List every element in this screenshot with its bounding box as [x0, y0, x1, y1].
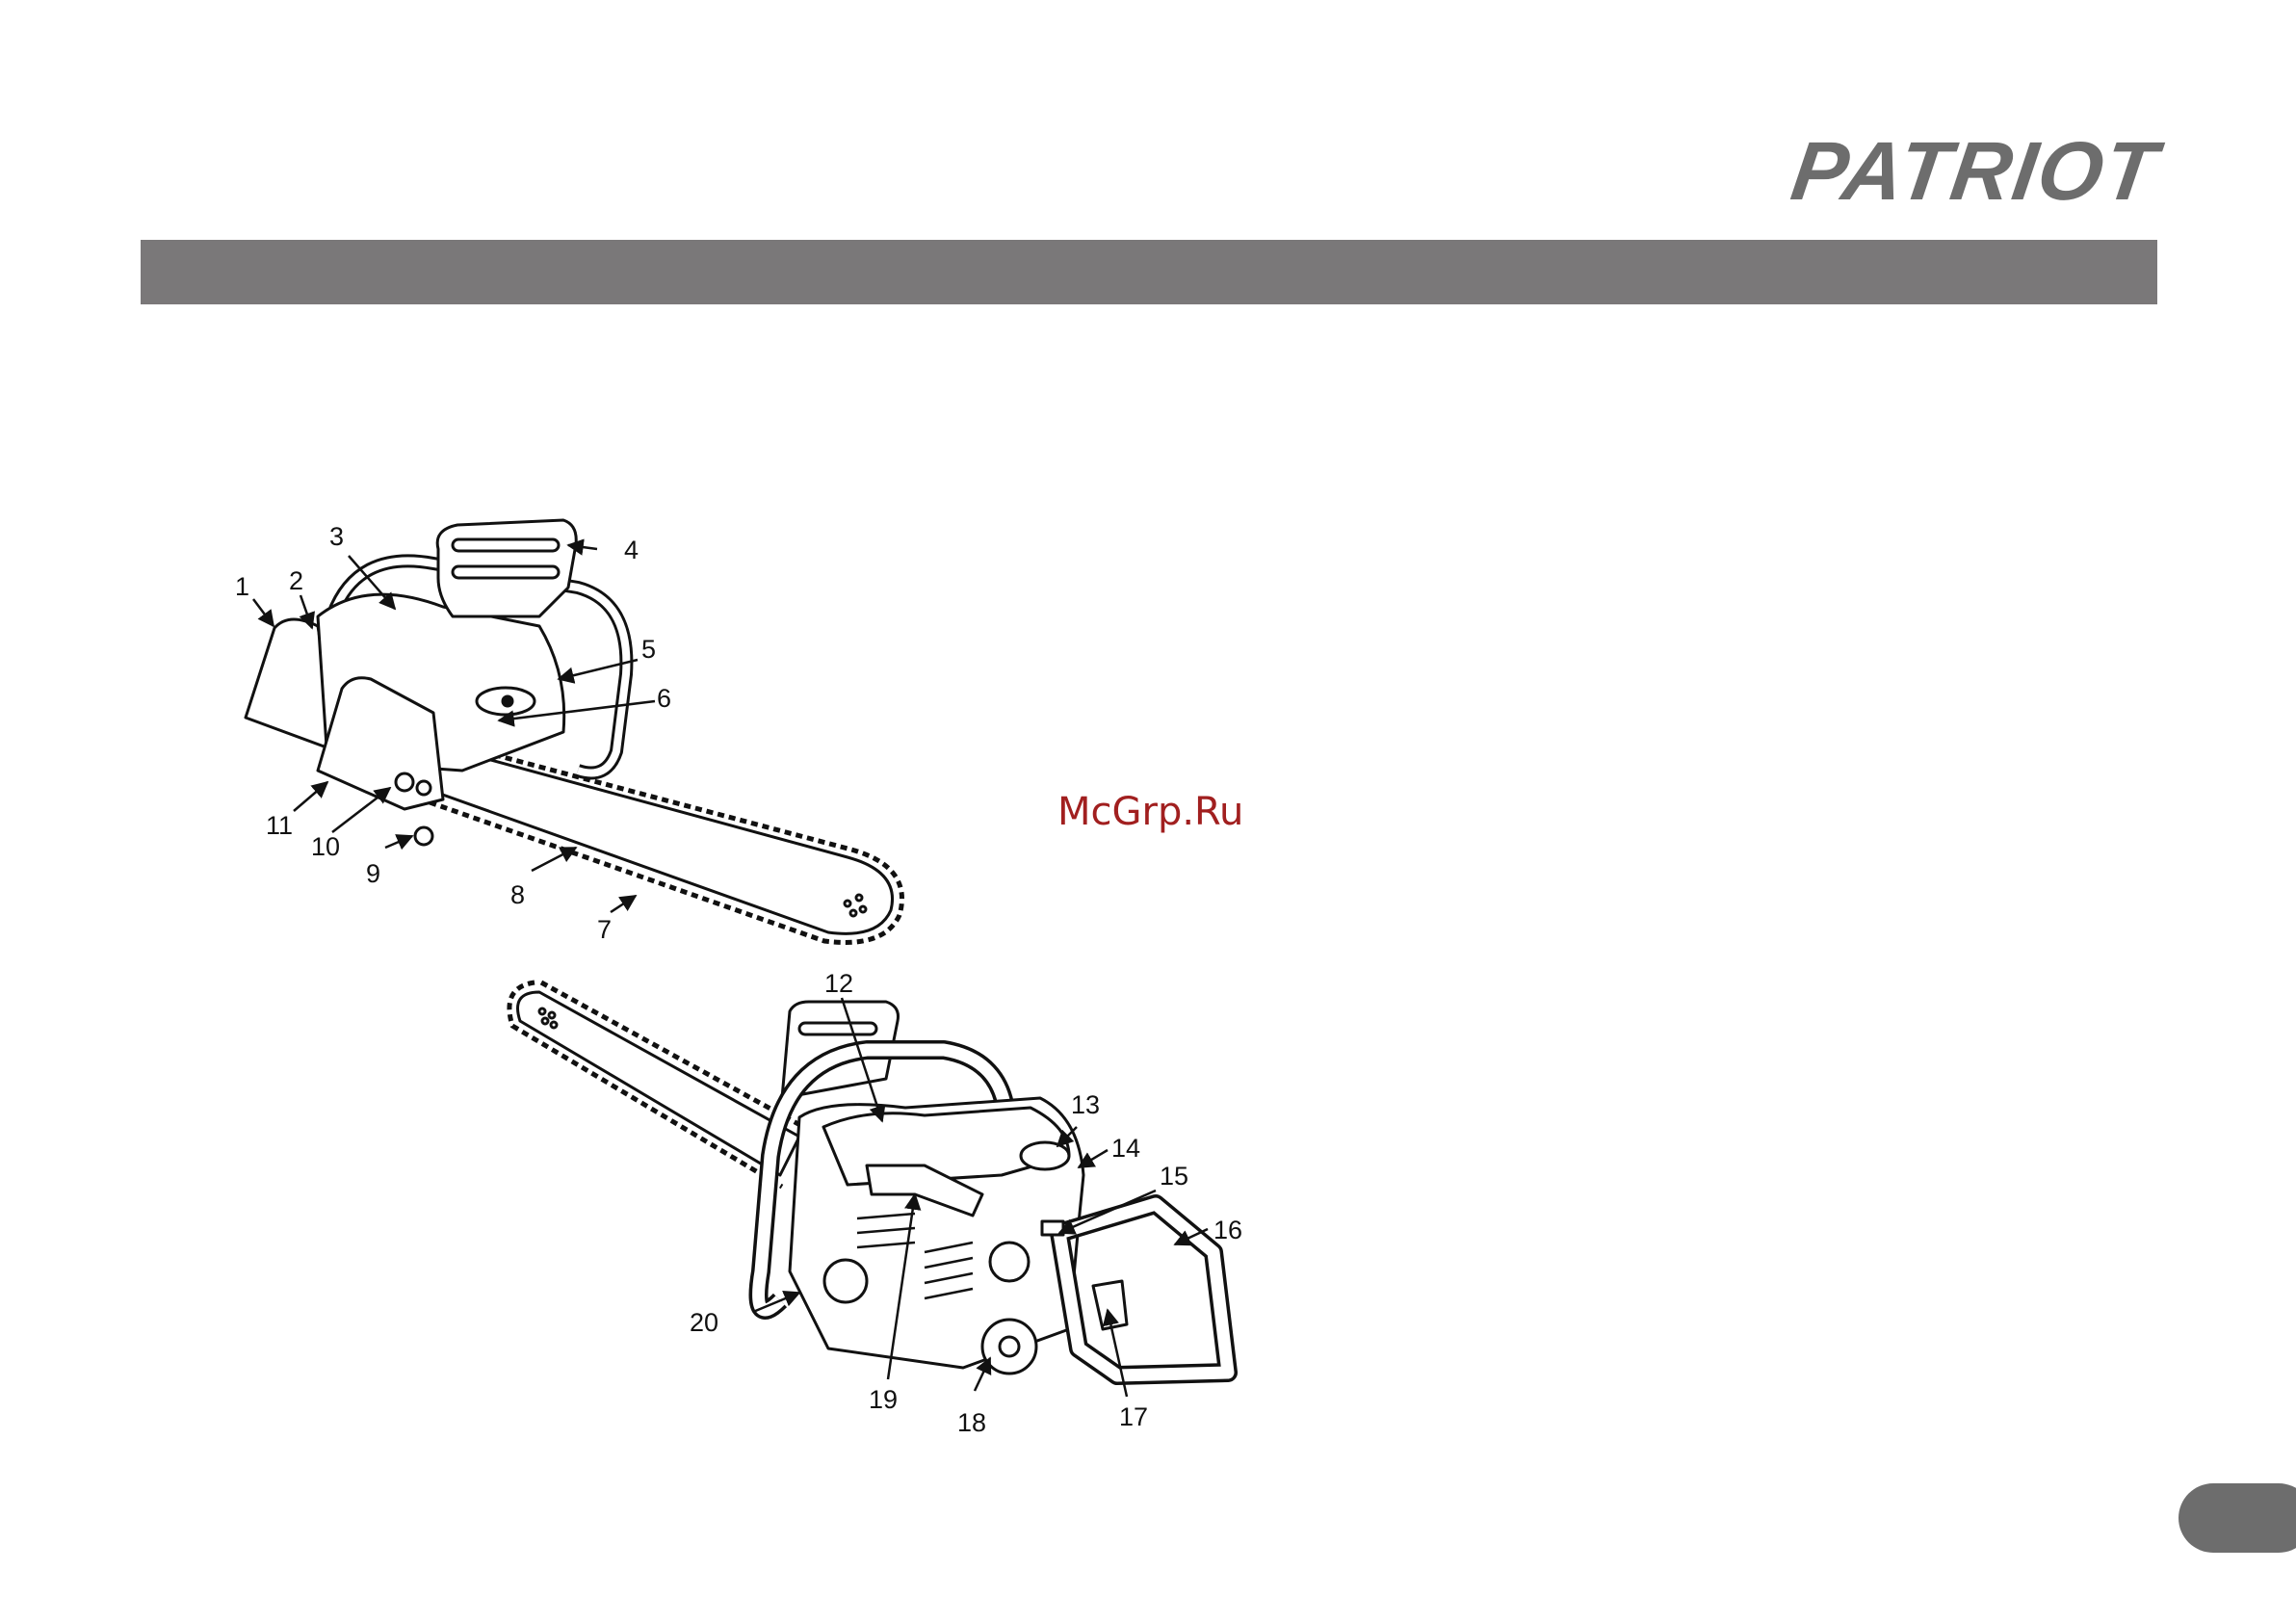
- callout-13: 13: [1071, 1090, 1100, 1119]
- callout-7: 7: [597, 915, 612, 944]
- callout-12: 12: [824, 969, 853, 998]
- callout-9: 9: [366, 859, 380, 888]
- callout-10: 10: [311, 832, 340, 861]
- callout-19: 19: [869, 1385, 898, 1414]
- page-tab: [2179, 1483, 2296, 1553]
- callout-1: 1: [235, 572, 249, 601]
- callout-16: 16: [1213, 1216, 1242, 1244]
- callout-14: 14: [1111, 1134, 1140, 1163]
- watermark: McGrp.Ru: [1057, 790, 1243, 834]
- chainsaw-bottom-view: [509, 982, 1228, 1375]
- guide-bar-2: [518, 992, 800, 1175]
- callout-6: 6: [657, 684, 671, 713]
- callout-17: 17: [1119, 1402, 1148, 1431]
- chainsaw-top-view: [246, 520, 902, 942]
- callout-3: 3: [329, 522, 344, 551]
- callout-8: 8: [510, 880, 525, 909]
- callout-2: 2: [289, 566, 303, 595]
- callout-15: 15: [1160, 1162, 1188, 1191]
- callout-20: 20: [690, 1308, 718, 1337]
- callout-18: 18: [957, 1408, 986, 1437]
- callout-11: 11: [266, 811, 293, 840]
- callout-5: 5: [641, 635, 656, 664]
- callout-4: 4: [624, 536, 639, 564]
- guide-bar: [424, 742, 893, 933]
